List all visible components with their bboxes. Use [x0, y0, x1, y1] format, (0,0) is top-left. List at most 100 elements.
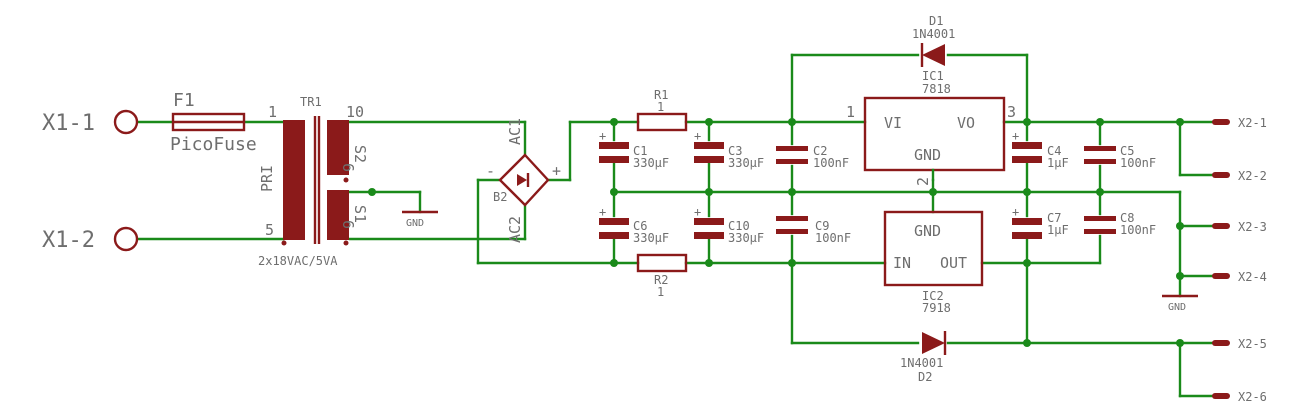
ground-symbol-right: GND: [1162, 294, 1198, 313]
regulator-ic1: IC1 7818 VI VO GND 1 3 2: [846, 69, 1016, 186]
diode-value: 1N4001: [900, 356, 943, 370]
regulator-pin-gnd: GND: [914, 222, 941, 240]
connector-label: X2-3: [1238, 220, 1267, 234]
transformer-pin-10: 10: [346, 103, 364, 121]
fuse-f1: F1 PicoFuse: [170, 90, 257, 155]
capacitor-value: 1µF: [1047, 156, 1069, 170]
transformer-secondary-1: S1: [351, 205, 369, 223]
capacitor-name: C4: [1047, 144, 1061, 158]
bridge-name: B2: [493, 190, 507, 204]
regulator-pin-gnd: GND: [914, 146, 941, 164]
fuse-value: PicoFuse: [170, 134, 257, 155]
bridge-plus: +: [552, 162, 561, 180]
transformer-pin-6b: 6: [339, 220, 357, 229]
transformer-pin-1: 1: [268, 103, 277, 121]
regulator-pin-1: 1: [846, 103, 855, 121]
capacitor-c6: + C6 330µF: [599, 205, 669, 245]
resistor-value: 1: [657, 100, 664, 114]
ground-label: GND: [406, 218, 424, 229]
transformer-name: TR1: [300, 95, 322, 109]
transformer-pin-5: 5: [265, 221, 274, 239]
polarity-plus: +: [694, 129, 701, 143]
capacitor-c10: + C10 330µF: [694, 205, 764, 245]
output-connectors: X2-1 X2-2 X2-3 X2-4 X2-5 X2-6: [1212, 116, 1267, 404]
diode-d1: D1 1N4001: [912, 14, 955, 67]
regulator-ic2: GND IN OUT IC2 7918: [883, 210, 984, 315]
capacitor-name: C9: [815, 219, 829, 233]
capacitor-c7: + C7 1µF: [1012, 205, 1069, 239]
fuse-name: F1: [173, 90, 195, 111]
polarity-plus: +: [599, 129, 606, 143]
capacitor-value: 330µF: [728, 156, 764, 170]
regulator-value: 7818: [922, 82, 951, 96]
capacitor-value: 100nF: [1120, 156, 1156, 170]
connector-label: X2-5: [1238, 337, 1267, 351]
regulator-pin-3: 3: [1007, 103, 1016, 121]
bridge-minus: -: [486, 162, 495, 180]
capacitor-name: C5: [1120, 144, 1134, 158]
connector-x1-2: X1-2: [42, 226, 139, 253]
capacitor-name: C6: [633, 219, 647, 233]
capacitor-value: 330µF: [633, 231, 669, 245]
connector-x1-1: X1-1: [42, 109, 139, 136]
capacitor-name: C7: [1047, 211, 1061, 225]
regulator-value: 7918: [922, 301, 951, 315]
transformer-secondary-2: S2: [351, 145, 369, 163]
connector-label: X2-6: [1238, 390, 1267, 404]
bridge-ac2: AC2: [506, 216, 524, 243]
diode-name: D1: [929, 14, 943, 28]
polarity-plus: +: [1012, 205, 1019, 219]
regulator-pin-in: IN: [893, 254, 911, 272]
resistor-name: R2: [654, 273, 668, 287]
capacitor-name: C3: [728, 144, 742, 158]
capacitor-name: C10: [728, 219, 750, 233]
capacitor-c4: + C4 1µF: [1012, 129, 1069, 170]
bridge-ac1: AC1: [506, 118, 524, 145]
regulator-name: IC1: [922, 69, 944, 83]
capacitor-c8: C8 100nF: [1084, 211, 1156, 237]
resistor-r1: R1 1: [636, 88, 688, 132]
regulator-name: IC2: [922, 289, 944, 303]
connector-label: X1-2: [42, 228, 95, 253]
polarity-plus: +: [694, 205, 701, 219]
regulator-pin-vo: VO: [957, 114, 975, 132]
transformer-rating: 2x18VAC/5VA: [258, 254, 338, 268]
ground-label: GND: [1168, 302, 1186, 313]
polarity-plus: +: [599, 205, 606, 219]
diode-d2: 1N4001 D2: [900, 331, 947, 384]
polarity-plus: +: [1012, 129, 1019, 143]
capacitor-value: 100nF: [1120, 223, 1156, 237]
junctions: [368, 118, 1184, 347]
capacitor-value: 330µF: [633, 156, 669, 170]
capacitor-c3: + C3 330µF: [694, 129, 764, 170]
resistor-name: R1: [654, 88, 668, 102]
capacitor-name: C8: [1120, 211, 1134, 225]
connector-label: X1-1: [42, 111, 95, 136]
transformer-tr1: TR1 1 5 10 S2 S1 6 6 PRI 2x18VAC/5VA: [258, 95, 369, 268]
capacitor-value: 1µF: [1047, 223, 1069, 237]
bridge-rectifier-b2: B2 AC1 AC2 - +: [486, 118, 561, 243]
diode-name: D2: [918, 370, 932, 384]
ground-symbol-left: GND: [402, 210, 438, 229]
connector-label: X2-4: [1238, 270, 1267, 284]
diode-value: 1N4001: [912, 27, 955, 41]
resistor-value: 1: [657, 285, 664, 299]
transformer-pin-6a: 6: [339, 163, 357, 172]
capacitor-c1: + C1 330µF: [599, 129, 669, 170]
capacitor-value: 100nF: [813, 156, 849, 170]
transformer-primary: PRI: [258, 165, 276, 192]
regulator-pin-2: 2: [914, 177, 932, 186]
capacitor-value: 330µF: [728, 231, 764, 245]
capacitor-c5: C5 100nF: [1084, 144, 1156, 170]
regulator-pin-vi: VI: [884, 114, 902, 132]
connector-label: X2-2: [1238, 169, 1267, 183]
capacitor-name: C2: [813, 144, 827, 158]
capacitor-value: 100nF: [815, 231, 851, 245]
connector-label: X2-1: [1238, 116, 1267, 130]
resistor-r2: R2 1: [636, 253, 688, 299]
capacitor-c2: C2 100nF: [776, 144, 849, 170]
capacitor-name: C1: [633, 144, 647, 158]
regulator-pin-out: OUT: [940, 254, 967, 272]
capacitor-c9: C9 100nF: [776, 216, 851, 245]
